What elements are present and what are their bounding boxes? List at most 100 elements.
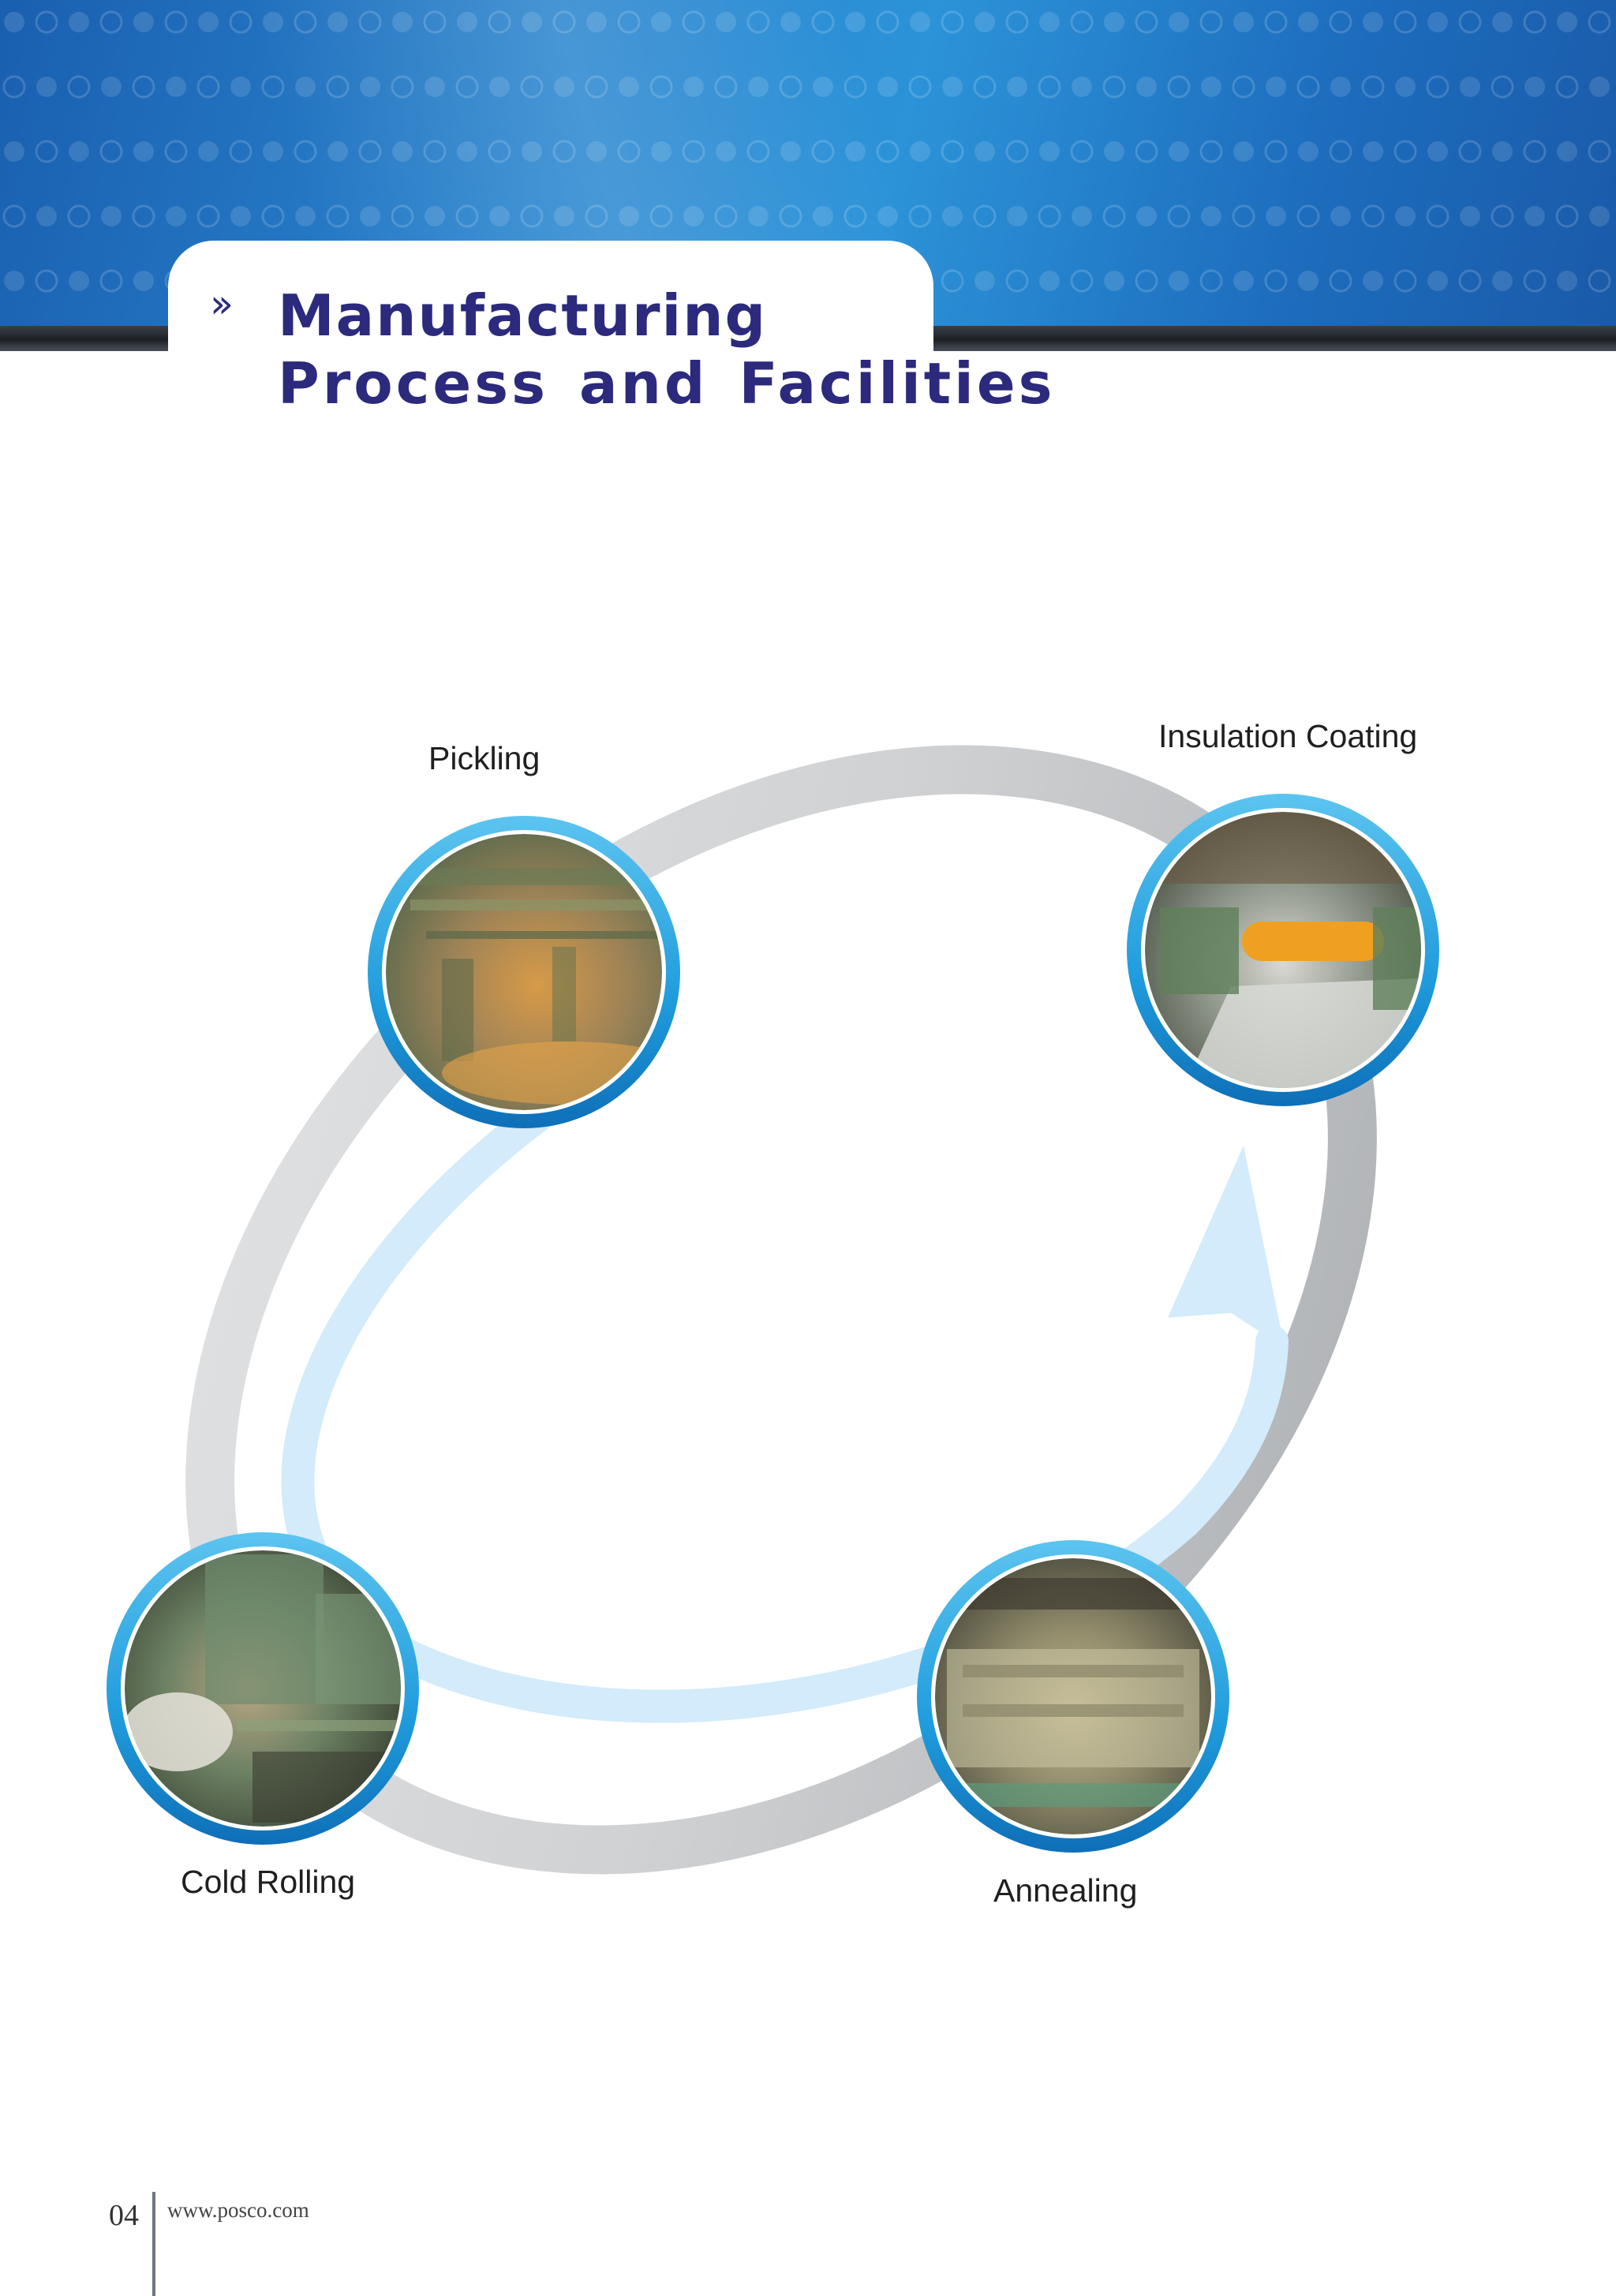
banner-dot bbox=[520, 75, 544, 99]
banner-dot bbox=[780, 12, 801, 32]
banner-dot bbox=[489, 206, 510, 226]
banner-dot bbox=[552, 140, 576, 163]
banner-dot bbox=[1135, 10, 1158, 34]
banner-dot bbox=[1005, 10, 1029, 34]
banner-dot bbox=[1524, 77, 1545, 97]
banner-dot bbox=[1555, 75, 1579, 99]
banner-dot bbox=[196, 204, 220, 228]
banner-dot bbox=[974, 141, 995, 162]
banner-dot bbox=[425, 77, 445, 97]
banner-dot bbox=[2, 204, 26, 228]
banner-dot bbox=[1232, 204, 1255, 228]
banner-dot bbox=[649, 204, 673, 228]
banner-dot bbox=[811, 140, 835, 163]
banner-dot bbox=[844, 204, 867, 228]
banner-dot bbox=[813, 77, 833, 97]
banner-dot bbox=[425, 206, 445, 226]
banner-dot bbox=[910, 12, 930, 32]
banner-dot bbox=[133, 141, 154, 162]
step-label-pickling: Pickling bbox=[428, 740, 541, 776]
banner-dot bbox=[1330, 206, 1351, 226]
banner-dot bbox=[1201, 77, 1221, 97]
banner-dot bbox=[1038, 75, 1061, 99]
banner-dot bbox=[1169, 271, 1189, 291]
banner-dot bbox=[1492, 141, 1513, 162]
banner-dot bbox=[295, 206, 316, 226]
footer-url-link[interactable]: www.posco.com bbox=[167, 2198, 309, 2222]
banner-dot bbox=[1102, 204, 1126, 228]
banner-dot bbox=[101, 206, 122, 226]
banner-dot bbox=[35, 269, 58, 293]
gray-cycle-ellipse bbox=[185, 745, 1377, 1875]
banner-dot bbox=[360, 77, 380, 97]
banner-dot bbox=[683, 206, 704, 226]
title-tab bbox=[168, 241, 933, 446]
banner-dot bbox=[942, 206, 963, 226]
flow-arrow bbox=[281, 1098, 1289, 1723]
banner-dot bbox=[1104, 12, 1124, 32]
banner-dot bbox=[326, 75, 350, 99]
banner-dot bbox=[1233, 12, 1254, 32]
banner-dot bbox=[457, 12, 477, 32]
banner-dot bbox=[845, 12, 866, 32]
banner-dot bbox=[1492, 12, 1513, 32]
banner-dot bbox=[746, 10, 770, 34]
banner-dot bbox=[974, 271, 995, 291]
banner-dot bbox=[1266, 77, 1286, 97]
banner-dot bbox=[326, 204, 350, 228]
banner-dot bbox=[1458, 140, 1482, 163]
banner-dot bbox=[746, 140, 770, 163]
banner-dot bbox=[811, 10, 835, 34]
banner-dot bbox=[392, 141, 413, 162]
banner-dot bbox=[522, 12, 542, 32]
banner-dot bbox=[1070, 269, 1094, 293]
banner-dot bbox=[198, 12, 219, 32]
banner-dot bbox=[1233, 271, 1254, 291]
banner-dot bbox=[295, 77, 316, 97]
banner-dot bbox=[1588, 10, 1611, 34]
banner-dot bbox=[1557, 12, 1577, 32]
banner-dot bbox=[651, 12, 671, 32]
banner-dot bbox=[261, 75, 285, 99]
banner-dot bbox=[1588, 140, 1611, 163]
banner-dot bbox=[1393, 140, 1417, 163]
banner-dot bbox=[164, 10, 188, 34]
page-title-line-2: Process and Facilities bbox=[278, 350, 1056, 417]
banner-dot bbox=[1329, 10, 1352, 34]
banner-dot bbox=[1167, 75, 1191, 99]
banner-dot bbox=[1264, 269, 1288, 293]
banner-dot bbox=[69, 271, 89, 291]
banner-dot bbox=[455, 204, 479, 228]
banner-dot bbox=[1589, 77, 1610, 97]
banner-dot bbox=[714, 204, 738, 228]
banner-dot bbox=[69, 12, 89, 32]
banner-dot bbox=[1199, 10, 1223, 34]
banner-dot bbox=[585, 75, 608, 99]
step-label-insulation-coating: Insulation Coating bbox=[1158, 718, 1418, 754]
banner-dot bbox=[844, 75, 867, 99]
banner-dot bbox=[1492, 271, 1513, 291]
banner-dot bbox=[682, 140, 705, 163]
banner-dot bbox=[779, 75, 802, 99]
banner-dot bbox=[1169, 12, 1189, 32]
banner-dot bbox=[229, 140, 252, 163]
banner-dot bbox=[133, 271, 154, 291]
banner-dot bbox=[132, 75, 155, 99]
banner-dot bbox=[229, 10, 252, 34]
banner-dot bbox=[1427, 141, 1448, 162]
banner-dot bbox=[973, 204, 997, 228]
banner-dot bbox=[813, 206, 833, 226]
banner-dot bbox=[132, 204, 155, 228]
banner-dot bbox=[649, 75, 673, 99]
banner-dot bbox=[1007, 77, 1027, 97]
banner-dot bbox=[1102, 75, 1126, 99]
banner-dot bbox=[1363, 271, 1383, 291]
page-title-line-1: Manufacturing bbox=[278, 282, 767, 349]
banner-dot bbox=[876, 10, 900, 34]
banner-dot bbox=[1070, 10, 1094, 34]
banner-dot bbox=[1135, 140, 1158, 163]
banner-dot bbox=[1363, 12, 1383, 32]
annealing-photo-circle bbox=[917, 1540, 1229, 1853]
banner-dot bbox=[1233, 141, 1254, 162]
